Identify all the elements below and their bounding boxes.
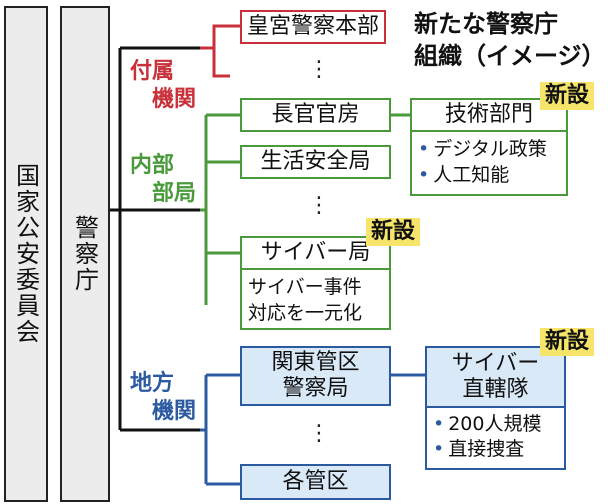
secretariat-label: 長官官房: [271, 102, 360, 127]
tech-dept-item-2-text: 人工知能: [433, 164, 510, 186]
attached-ellipsis: ⋮: [308, 57, 330, 82]
new-badge-tech-dept: 新設: [540, 82, 595, 110]
category-regional: 地方 機関: [130, 370, 196, 426]
cyber-bureau-detail-line2: 対応を一元化: [248, 302, 363, 324]
bullet-icon: •: [433, 413, 445, 435]
cyber-bureau-label: サイバー局: [260, 240, 371, 265]
category-regional-line2: 機関: [151, 399, 196, 424]
tech-dept-item-1: •デジタル政策: [418, 136, 560, 162]
cyber-bureau-detail: サイバー事件 対応を一元化: [240, 268, 391, 330]
secretariat-box: 長官官房: [240, 98, 391, 132]
category-internal-line2: 部局: [151, 181, 196, 206]
internal-connector: [200, 113, 240, 305]
kanto-bureau-box: 関東管区 警察局: [240, 346, 391, 406]
bullet-icon: •: [418, 138, 430, 160]
community-safety-label: 生活安全局: [260, 149, 371, 174]
title-line2: 組織（イメージ）: [414, 42, 606, 70]
category-internal: 内部 部局: [130, 152, 196, 208]
cyber-direct-detail: •200人規模 •直接捜査: [425, 406, 566, 470]
regional-bureaus-box: 各管区: [240, 464, 391, 500]
cyber-direct-item-2-text: 直接捜査: [448, 438, 525, 460]
agency-box: 警察庁: [60, 6, 110, 502]
new-badge-cyber-direct: 新設: [540, 328, 595, 356]
bullet-icon: •: [433, 438, 445, 460]
tech-dept-label: 技術部門: [444, 102, 533, 127]
bullet-icon: •: [418, 164, 430, 186]
category-attached-line2: 機関: [151, 87, 196, 112]
diagram-title: 新たな警察庁 組織（イメージ）: [414, 8, 606, 72]
category-regional-line1: 地方: [130, 371, 175, 396]
community-safety-box: 生活安全局: [240, 145, 391, 179]
cyber-bureau-box: サイバー局: [240, 236, 391, 270]
kanto-bureau-line2: 警察局: [282, 376, 349, 401]
imperial-guard-label: 皇宮警察本部: [246, 14, 379, 39]
tech-dept-detail: •デジタル政策 •人工知能: [410, 130, 568, 196]
commission-label: 国家公安委員会: [11, 163, 40, 345]
cyber-direct-item-1: •200人規模: [433, 412, 558, 437]
regional-connector: [200, 373, 240, 486]
cyber-direct-item-2: •直接捜査: [433, 437, 558, 462]
title-line1: 新たな警察庁: [414, 10, 558, 38]
regional-bureaus-label: 各管区: [282, 469, 349, 494]
category-attached-line1: 付属: [130, 59, 175, 84]
category-internal-line1: 内部: [130, 153, 175, 178]
cyber-bureau-detail-line1: サイバー事件: [248, 276, 362, 298]
cyber-direct-line1: サイバー: [451, 351, 540, 376]
category-attached: 付属 機関: [130, 58, 196, 114]
agency-label: 警察庁: [70, 215, 99, 293]
imperial-guard-box: 皇宮警察本部: [240, 10, 386, 44]
regional-ellipsis: ⋮: [308, 421, 330, 446]
kanto-bureau-line1: 関東管区: [271, 350, 360, 375]
attached-connector: [200, 24, 240, 78]
new-badge-cyber-bureau: 新設: [366, 218, 421, 246]
tech-dept-item-1-text: デジタル政策: [433, 138, 547, 160]
cyber-direct-item-1-text: 200人規模: [448, 413, 542, 435]
tech-dept-item-2: •人工知能: [418, 162, 560, 188]
commission-box: 国家公安委員会: [4, 6, 48, 502]
cyber-direct-line2: 直轄隊: [462, 377, 529, 402]
internal-ellipsis: ⋮: [308, 193, 330, 218]
